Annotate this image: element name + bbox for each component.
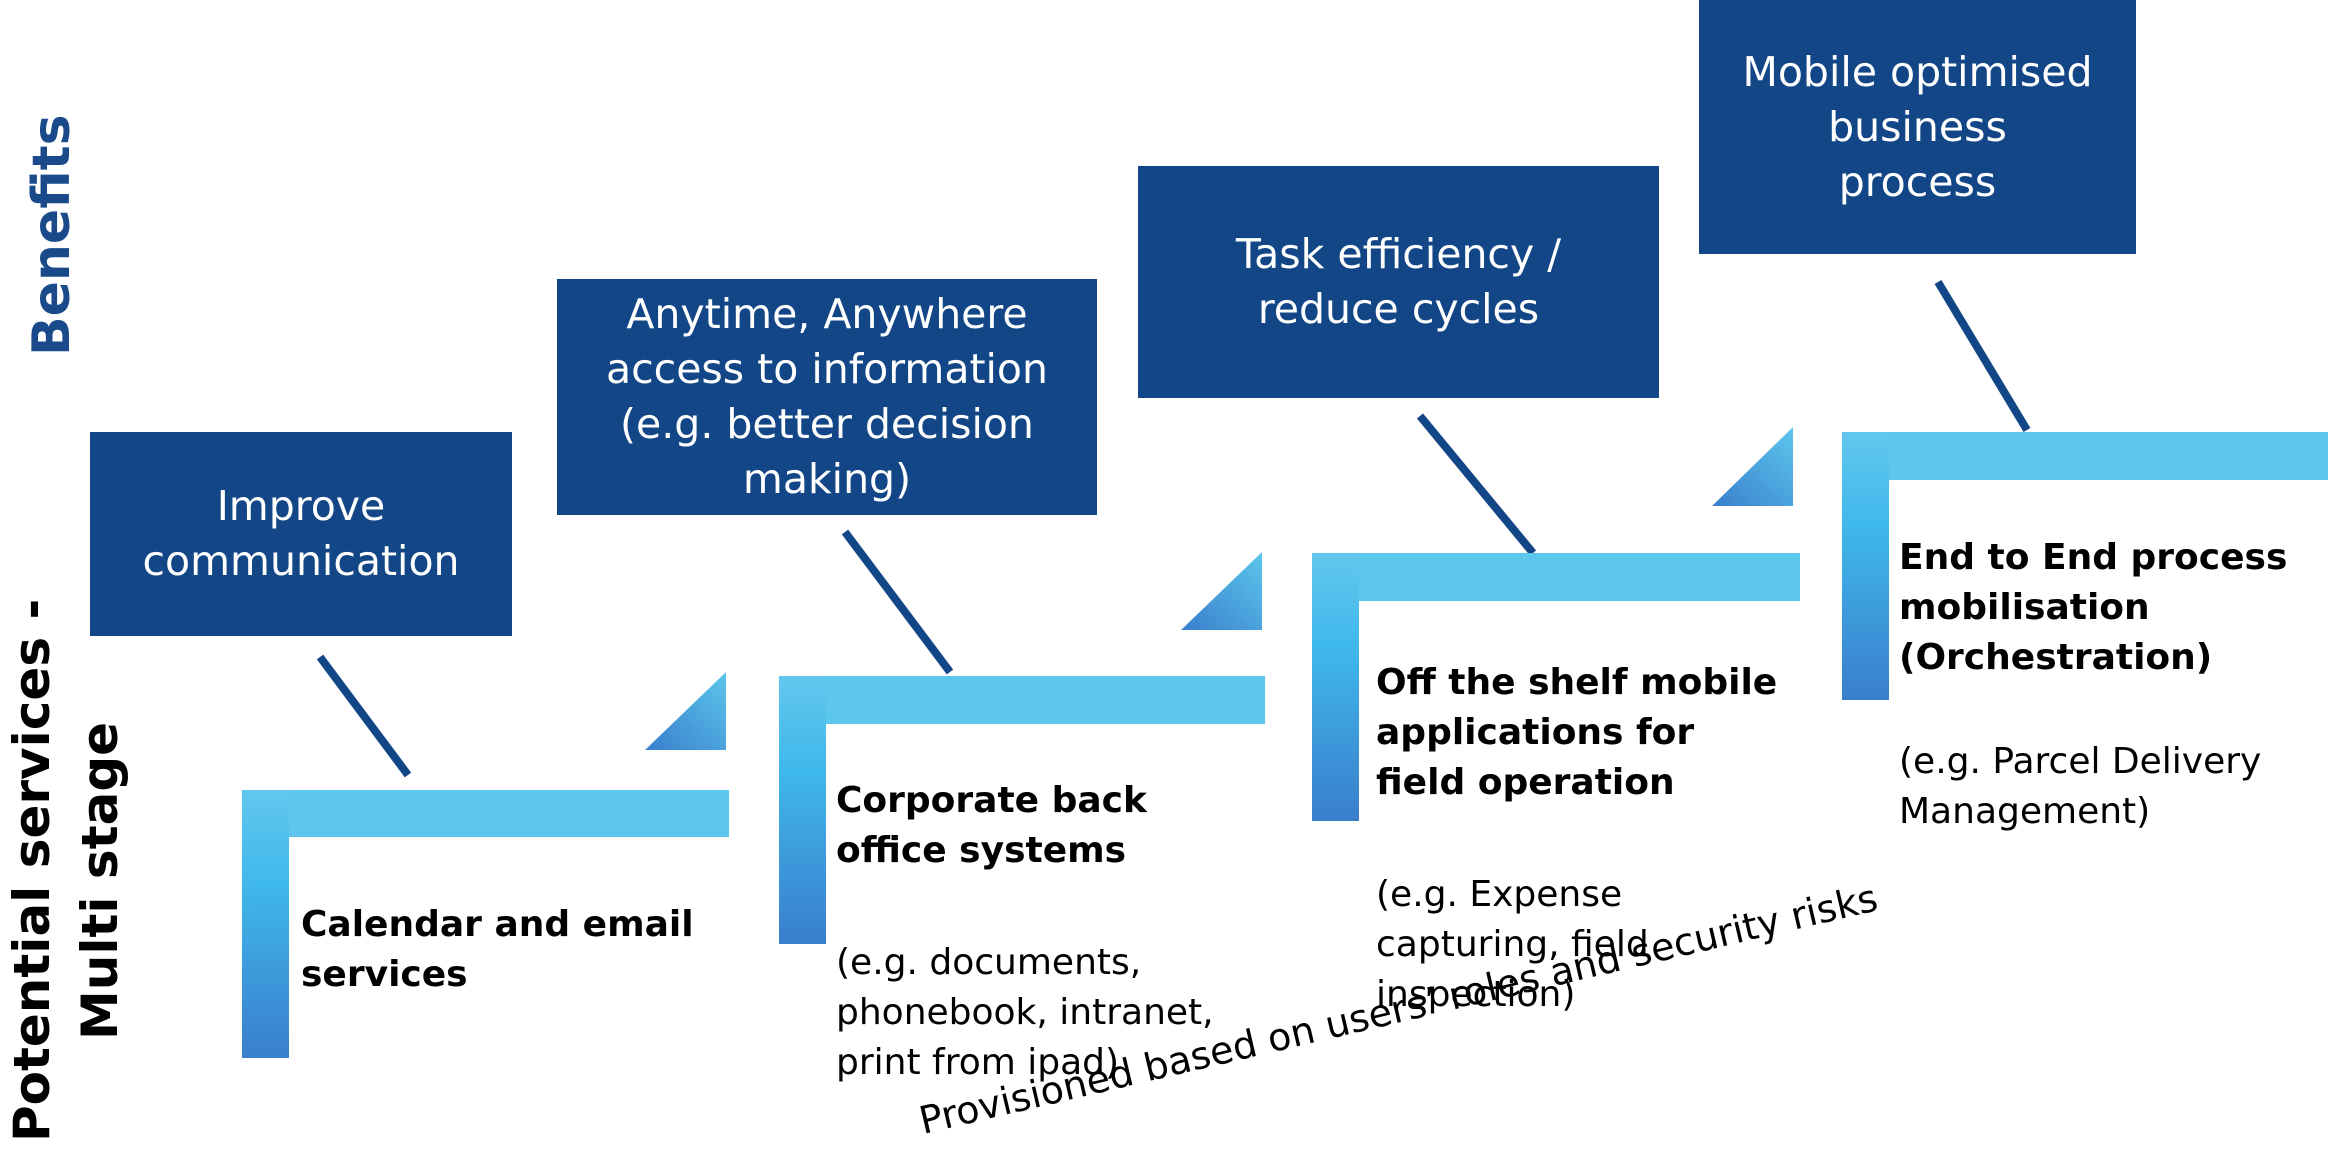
benefits-axis-label: Benefits (22, 114, 82, 356)
step-3-top-bar (1312, 553, 1800, 601)
step-2-side-bar (779, 676, 826, 944)
service-detail-3: (e.g. Expense capturing, field inspectio… (1376, 874, 1649, 1015)
connector-line-2 (841, 529, 954, 675)
service-step-4: End to End process mobilisation (Orchest… (1899, 483, 2287, 887)
service-title-3: Off the shelf mobile applications for fi… (1376, 662, 1778, 803)
step-3-arrow-triangle (1712, 427, 1793, 506)
step-2-top-bar (779, 676, 1265, 724)
connector-line-1 (316, 654, 412, 778)
step-3-side-bar (1312, 553, 1359, 821)
step-4-side-bar (1842, 432, 1889, 700)
service-title-1: Calendar and email services (301, 904, 694, 995)
step-2-arrow-triangle (1181, 552, 1262, 630)
benefit-box-3: Task efficiency / reduce cycles (1138, 166, 1659, 398)
service-detail-4: (e.g. Parcel Delivery Management) (1899, 741, 2262, 832)
benefit-text-2: Anytime, Anywhere access to information … (605, 290, 1048, 503)
service-title-2: Corporate back office systems (836, 780, 1147, 871)
service-step-1: Calendar and email services (301, 850, 694, 1050)
service-title-4: End to End process mobilisation (Orchest… (1899, 537, 2288, 678)
benefit-box-4: Mobile optimised business process (1699, 0, 2136, 254)
benefit-box-2: Anytime, Anywhere access to information … (557, 279, 1097, 515)
service-detail-2: (e.g. documents, phonebook, intranet, pr… (836, 942, 1214, 1083)
multi-stage-label: Multi stage (71, 721, 129, 1040)
benefit-text-1: Improve communication (142, 482, 460, 585)
service-step-3: Off the shelf mobile applications for fi… (1376, 608, 1777, 1070)
connector-line-4 (1934, 279, 2031, 433)
step-1-side-bar (242, 790, 289, 1058)
benefit-box-1: Improve communication (90, 432, 512, 636)
step-1-top-bar (242, 790, 729, 837)
benefit-text-4: Mobile optimised business process (1742, 47, 2093, 206)
benefit-text-3: Task efficiency / reduce cycles (1235, 230, 1562, 333)
step-4-top-bar (1842, 432, 2328, 480)
service-step-2: Corporate back office systems (e.g. docu… (836, 726, 1214, 1138)
connector-line-3 (1416, 413, 1537, 556)
step-1-arrow-triangle (645, 672, 726, 750)
potential-services-label: Potential services - (3, 598, 61, 1142)
